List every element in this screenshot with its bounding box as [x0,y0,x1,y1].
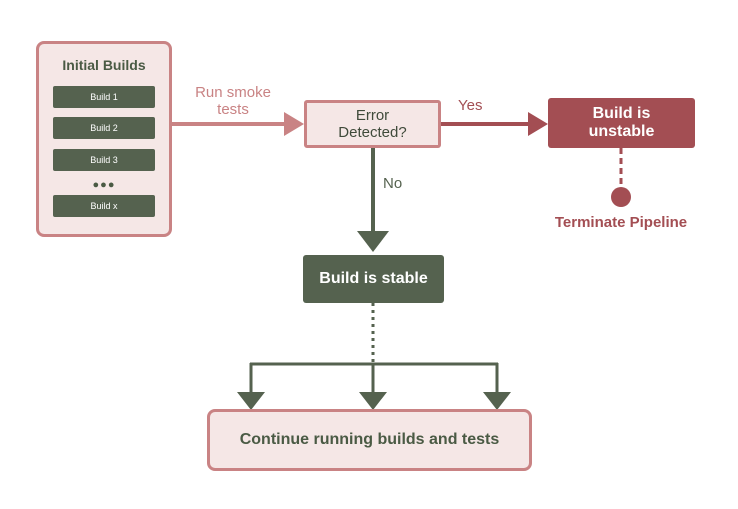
arrowhead-branch-left [237,392,265,410]
decision-line-2: Detected? [338,124,407,141]
decision-error-detected: Error Detected? [304,100,441,148]
build-item-3: Build 3 [53,149,155,171]
build-item-1: Build 1 [53,86,155,108]
edge-label-no: No [383,175,403,192]
initial-builds-panel: Initial Builds Build 1 Build 2 Build 3 ●… [36,41,172,237]
build-item-x: Build x [53,195,155,217]
build-item-2: Build 2 [53,117,155,139]
arrowhead-decision-to-unstable [528,112,548,136]
arrowhead-branch-right [483,392,511,410]
decision-line-1: Error [355,107,390,124]
node-continue-running: Continue running builds and tests [207,409,532,471]
terminate-pipeline-label: Terminate Pipeline [554,214,688,231]
arrowhead-branch-center [359,392,387,410]
arrowhead-decision-to-stable [357,231,389,252]
edge-label-run-smoke-tests: Run smoke tests [195,84,271,118]
terminate-node-icon [611,187,631,207]
node-build-stable: Build is stable [303,255,444,303]
arrowhead-builds-to-decision [284,112,304,136]
unstable-line-2: unstable [588,123,655,140]
initial-builds-title: Initial Builds [62,57,146,73]
ellipsis-icon: ●●● [92,179,116,191]
node-build-unstable: Build is unstable [548,98,695,148]
unstable-line-1: Build is [592,105,651,122]
edge-label-yes: Yes [458,97,483,114]
